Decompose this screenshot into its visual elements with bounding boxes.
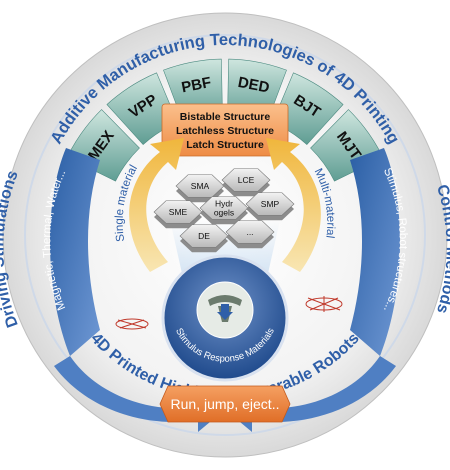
material-hexagon-label: SMP [261, 199, 280, 209]
material-hexagon-label: LCE [238, 175, 255, 185]
material-hexagon-label: SME [169, 207, 188, 217]
right-control-band [350, 148, 401, 356]
robot-actions-box [159, 385, 291, 423]
down-arrow-icon [217, 304, 233, 320]
structure-box [161, 103, 289, 157]
single-material-arrow [129, 138, 184, 272]
material-hexagon [245, 192, 295, 216]
latch-structure-label: Latch Structure [186, 139, 264, 151]
multi-material-arrow [266, 138, 321, 272]
am-tab-vpp [106, 72, 178, 145]
bistable-structure-label: Bistable Structure [180, 111, 271, 123]
material-hexagon [179, 224, 229, 248]
robot-actions-label: Run, jump, eject.. [171, 396, 280, 412]
am-tab-label-ded: DED [237, 74, 271, 97]
material-hexagon [225, 220, 275, 244]
left-stimulation-band [49, 148, 100, 356]
material-hexagon [199, 196, 249, 220]
material-hexagon-label: DE [198, 231, 210, 241]
left-robot-sketch-icon [115, 318, 149, 330]
outer-ring-line [24, 34, 426, 436]
am-tab-label-pbf: PBF [180, 74, 213, 96]
material-hexagon [221, 168, 271, 192]
material-hexagon [153, 200, 203, 224]
material-hexagon-label: ... [246, 227, 253, 237]
right-robot-sketch-icon [305, 296, 343, 312]
material-hexagon-label: SMA [191, 181, 210, 191]
latchless-structure-label: Latchless Structure [176, 125, 274, 137]
